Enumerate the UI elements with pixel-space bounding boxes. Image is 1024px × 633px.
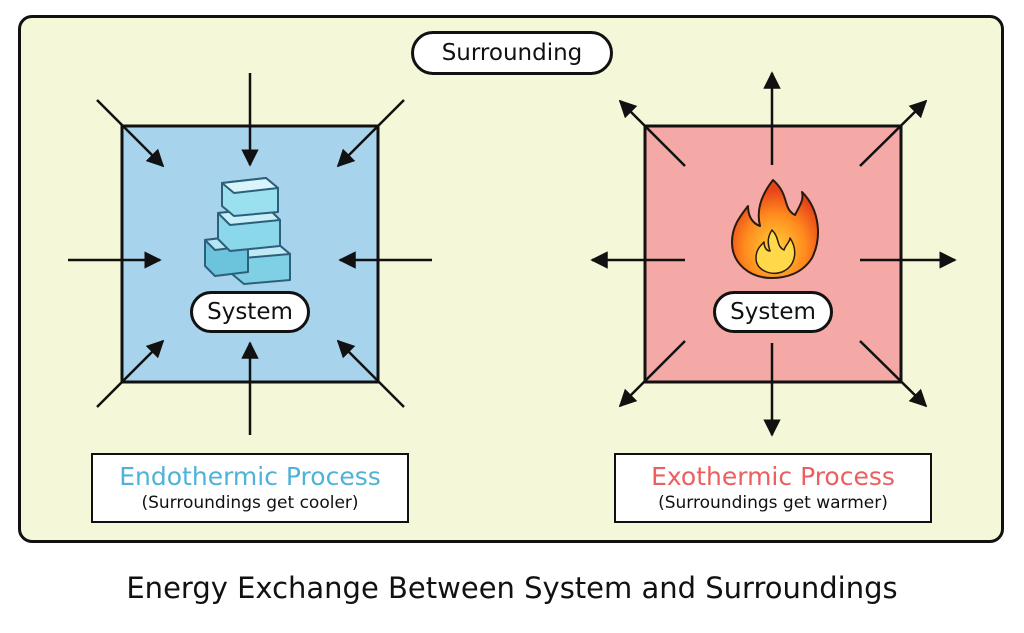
- surrounding-label: Surrounding: [411, 31, 613, 75]
- arrow-bottom-right: [336, 339, 405, 408]
- inward-arrows: [68, 73, 432, 435]
- arrow-top-left: [96, 99, 165, 168]
- outward-arrows: [590, 71, 957, 437]
- ice-cubes-icon: [204, 177, 291, 285]
- exothermic-process-box: Exothermic Process (Surroundings get war…: [614, 453, 932, 523]
- arrow-bottom-left: [96, 339, 165, 408]
- endothermic-process-note: (Surroundings get cooler): [141, 493, 359, 513]
- fire-icon: [731, 179, 819, 279]
- arrow-bottom-right: [859, 340, 928, 408]
- diagram-caption: Energy Exchange Between System and Surro…: [126, 571, 898, 605]
- endothermic-process-title: Endothermic Process: [119, 462, 381, 491]
- endothermic-process-box: Endothermic Process (Surroundings get co…: [91, 453, 409, 523]
- endothermic-system-label: System: [190, 291, 310, 333]
- exothermic-system-label: System: [713, 291, 833, 333]
- arrow-bottom-left: [618, 340, 686, 408]
- arrow-top-left: [618, 99, 686, 167]
- arrow-top-right: [859, 99, 928, 167]
- exothermic-process-title: Exothermic Process: [651, 462, 895, 491]
- arrow-top-right: [336, 99, 405, 168]
- exothermic-process-note: (Surroundings get warmer): [658, 493, 888, 513]
